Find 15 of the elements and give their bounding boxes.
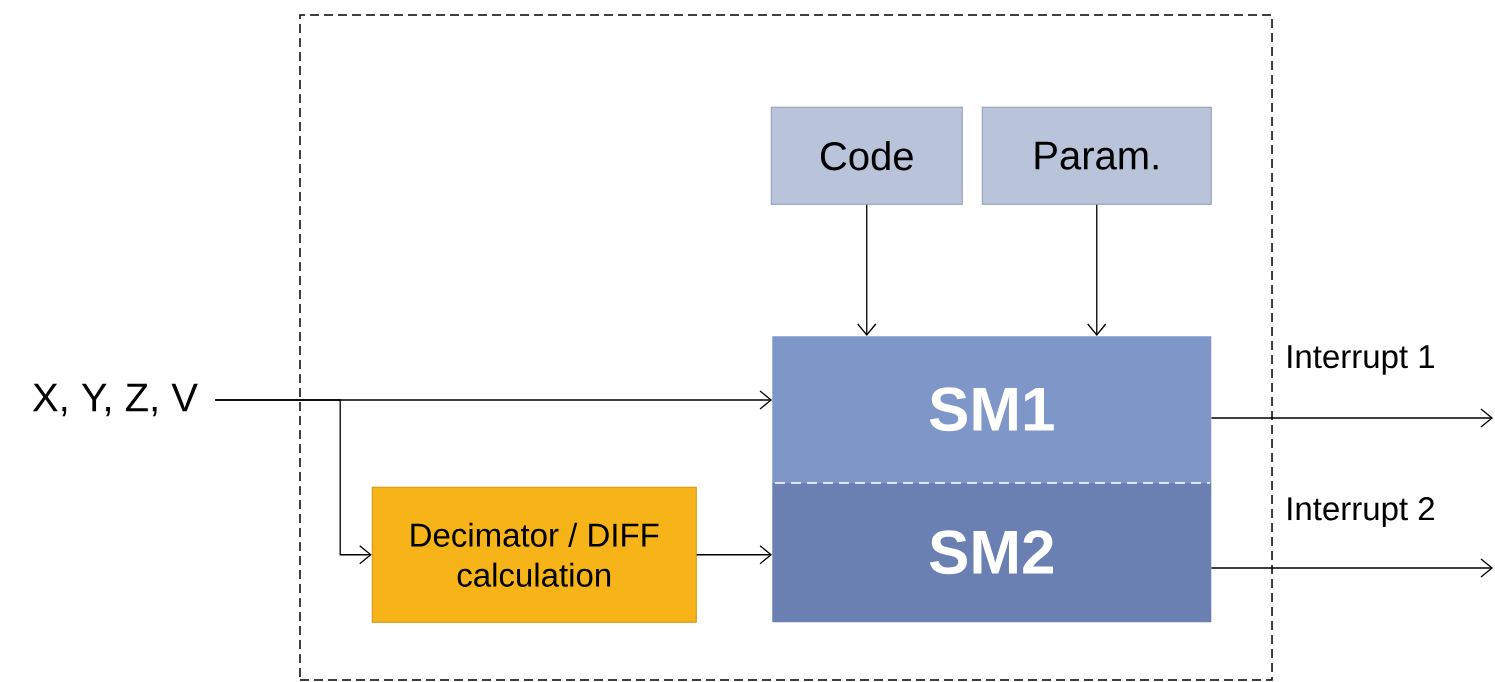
arrow <box>1210 558 1494 578</box>
input-box: Param. <box>981 106 1212 205</box>
input-box: Code <box>770 106 963 205</box>
state-machine-box: SM2 <box>772 482 1212 623</box>
boundary-box <box>299 14 1273 681</box>
arrow <box>1210 408 1494 428</box>
process-box: Decimator / DIFF calculation <box>371 486 697 623</box>
arrow <box>1087 204 1107 337</box>
arrow <box>214 399 372 565</box>
input-label: X, Y, Z, V <box>32 383 198 417</box>
arrow <box>857 204 877 337</box>
state-machine-box: SM1 <box>772 336 1212 483</box>
arrow <box>696 545 773 565</box>
edge-label: Interrupt 2 <box>1288 497 1434 527</box>
edge-label: Interrupt 1 <box>1288 345 1434 375</box>
